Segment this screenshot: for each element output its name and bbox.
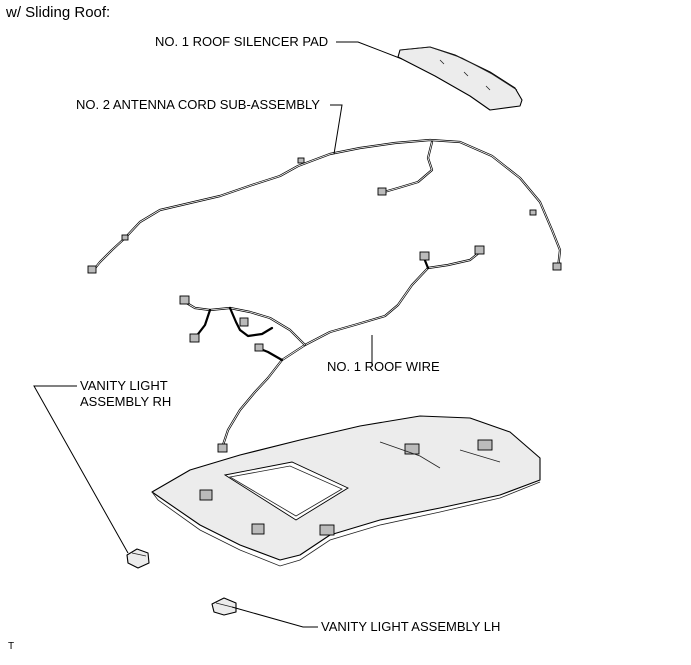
diagram-heading: w/ Sliding Roof: [6, 4, 111, 21]
corner-mark: T [8, 641, 15, 652]
vanity-light-rh-drawing [126, 548, 150, 569]
label-roof-wire: NO. 1 ROOF WIRE [327, 359, 440, 374]
vanity-light-lh-drawing [211, 597, 237, 616]
roof-headliner-drawing [151, 415, 541, 567]
roof-silencer-pad-drawing [397, 46, 523, 111]
label-roof-silencer-pad: NO. 1 ROOF SILENCER PAD [155, 34, 329, 49]
roof-wire-drawing [179, 245, 485, 453]
leader-lines [33, 41, 403, 628]
label-vanity-light-lh: VANITY LIGHT ASSEMBLY LH [321, 619, 501, 634]
label-vanity-light-rh-line2: ASSEMBLY RH [80, 394, 172, 409]
label-antenna-cord: NO. 2 ANTENNA CORD SUB-ASSEMBLY [76, 97, 320, 112]
label-vanity-light-rh-line1: VANITY LIGHT [80, 378, 168, 393]
antenna-cord-drawing [87, 138, 562, 274]
